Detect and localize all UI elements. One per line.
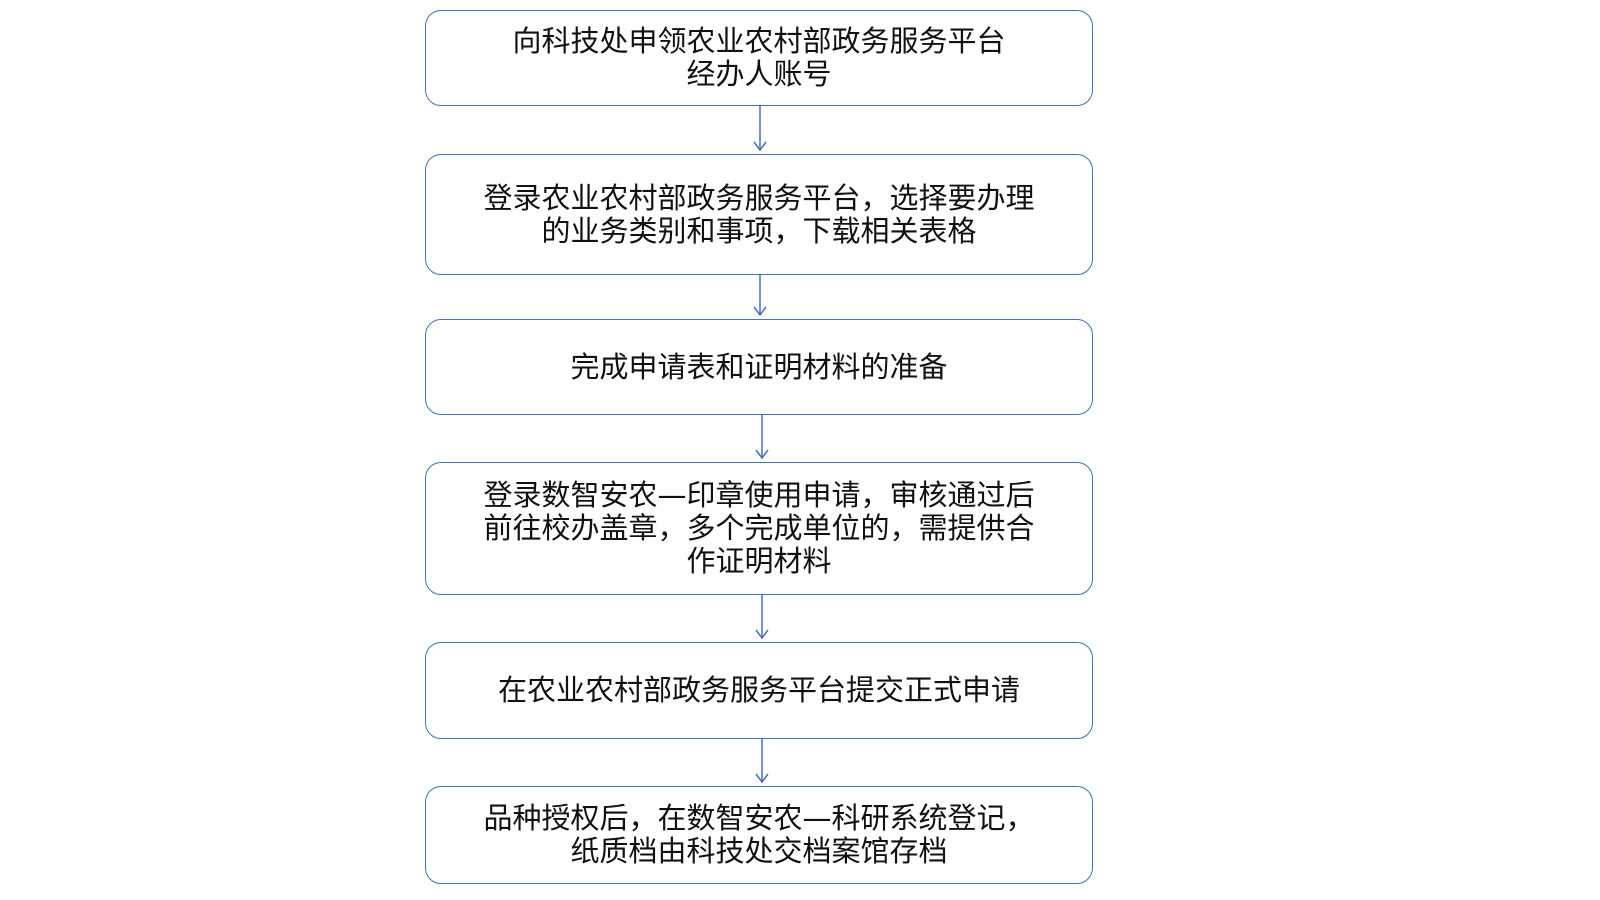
arrow-step-2-to-3 xyxy=(753,275,767,317)
step-4-text: 登录数智安农—印章使用申请，审核通过后 前往校办盖章，多个完成单位的，需提供合 … xyxy=(483,478,1035,578)
arrow-step-3-to-4 xyxy=(755,415,769,460)
step-1-text: 向科技处申领农业农村部政务服务平台 经办人账号 xyxy=(512,24,1006,91)
arrow-step-4-to-5 xyxy=(755,595,769,640)
step-5-text: 在农业农村部政务服务平台提交正式申请 xyxy=(497,673,1020,707)
step-6-text: 品种授权后，在数智安农—科研系统登记， 纸质档由科技处交档案馆存档 xyxy=(483,801,1035,868)
step-4-box: 登录数智安农—印章使用申请，审核通过后 前往校办盖章，多个完成单位的，需提供合 … xyxy=(425,462,1093,595)
arrow-step-1-to-2 xyxy=(753,106,767,152)
arrow-step-5-to-6 xyxy=(755,739,769,784)
step-5-box: 在农业农村部政务服务平台提交正式申请 xyxy=(425,642,1093,739)
step-2-box: 登录农业农村部政务服务平台，选择要办理 的业务类别和事项，下载相关表格 xyxy=(425,154,1093,275)
step-3-box: 完成申请表和证明材料的准备 xyxy=(425,319,1093,415)
step-6-box: 品种授权后，在数智安农—科研系统登记， 纸质档由科技处交档案馆存档 xyxy=(425,786,1093,884)
step-3-text: 完成申请表和证明材料的准备 xyxy=(570,349,948,384)
step-1-box: 向科技处申领农业农村部政务服务平台 经办人账号 xyxy=(425,10,1093,106)
step-2-text: 登录农业农村部政务服务平台，选择要办理 的业务类别和事项，下载相关表格 xyxy=(483,180,1035,248)
